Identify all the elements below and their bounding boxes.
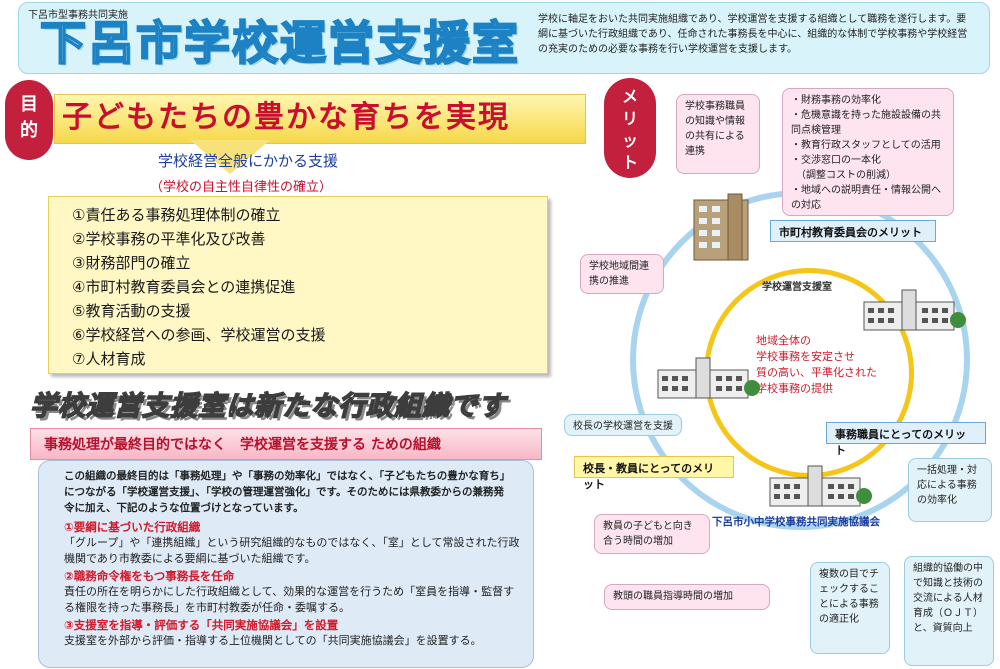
- callout-time: 教員の子どもと向き合う時間の増加: [594, 514, 710, 554]
- merit-badge: メリット: [604, 78, 656, 178]
- school-icon: [657, 357, 760, 399]
- statement-bar: [30, 428, 542, 460]
- callout-batch: 一括処理・対応による事務の効率化: [908, 458, 992, 522]
- point-body: 「グループ」や「連携組織」という研究組織的なものではなく、「室」として常設された…: [64, 536, 520, 565]
- point-body: 責任の所在を明らかにした行政組織として、効果的な運営を行うため「室員を指導・監督…: [64, 585, 515, 614]
- callout-check: 複数の目でチェックすることによる事務の適正化: [810, 562, 890, 654]
- statement-bar-text: 事務処理が最終目的ではなく 学校運営を支援する ための組織: [44, 437, 441, 453]
- purpose-badge: 目的: [5, 80, 53, 160]
- list-item: ⑦人材育成: [72, 350, 146, 368]
- header-panel: [18, 2, 990, 74]
- ring-label: 学校運営支援室: [762, 282, 832, 293]
- list-item: ②学校事務の平準化及び改善: [72, 230, 266, 248]
- center-text: 地域全体の 学校事務を安定させ 質の高い、平準化された 学校事務の提供: [756, 334, 877, 395]
- support-subheading: （学校の自主性自律性の確立）: [150, 180, 333, 195]
- header-subtitle: 下呂市型事務共同実施: [28, 10, 128, 21]
- page-title: 下呂市学校運営支援室: [39, 15, 520, 71]
- label-staff-merit: 事務職員にとってのメリット: [826, 422, 986, 457]
- callout-principal: 校長の学校運営を支援: [564, 414, 682, 436]
- callout-info-sharing: 学校事務職員の知識や情報の共有による連携: [676, 94, 760, 174]
- purpose-banner: [54, 94, 586, 144]
- support-heading: 学校経営全般にかかる支援: [158, 152, 339, 170]
- merit-label: メリット: [621, 87, 638, 172]
- council-label: 下呂市小中学校事務共同実施協議会: [712, 516, 880, 528]
- description-main: この組織の最終目的は「事務処理」や「事務の効率化」ではなく、「子どもたちの豊かな…: [64, 470, 511, 514]
- list-item: ①責任ある事務処理体制の確立: [72, 206, 281, 224]
- purpose-label: 目的: [20, 94, 38, 141]
- list-item: ⑥学校経営への参画、学校運営の支援: [72, 326, 326, 344]
- callout-board-benefits: ・財務事務の効率化 ・危機意識を持った施設設備の共同点検管理 ・教育行政スタッフ…: [782, 88, 954, 216]
- label-board-merit: 市町村教育委員会のメリット: [770, 220, 936, 242]
- down-arrow-icon: [190, 140, 270, 174]
- header-intro: 学校に軸足をおいた共同実施組織であり、学校運営を支援する組織として職務を遂行しま…: [538, 14, 968, 55]
- school-building-icon: [693, 193, 749, 261]
- point-body: 支援室を外部から評価・指導する上位機関としての「共同実施協議会」を設置する。: [64, 634, 482, 647]
- point-heading: ②職務命令権をもつ事務長を任命: [64, 569, 235, 583]
- list-item: ③財務部門の確立: [72, 254, 191, 272]
- point-heading: ③支援室を指導・評価する「共同実施協議会」を設置: [64, 618, 339, 632]
- purpose-list-box: [48, 196, 548, 374]
- callout-guidance: 教頭の職員指導時間の増加: [604, 584, 770, 610]
- list-item: ⑤教育活動の支援: [72, 302, 191, 320]
- label-principal-merit: 校長・教員にとってのメリット: [574, 456, 734, 491]
- purpose-goal: 子どもたちの豊かな育ちを実現: [62, 100, 510, 135]
- list-item: ④市町村教育委員会との連携促進: [72, 278, 296, 296]
- school-icon: [769, 465, 872, 507]
- point-heading: ①要綱に基づいた行政組織: [64, 520, 201, 534]
- callout-region: 学校地域間連携の推進: [580, 254, 664, 294]
- school-icon: [863, 289, 966, 331]
- callout-ojt: 組織的協働の中で知識と技術の交流による人材育成（ＯＪＴ）と、資質向上: [904, 556, 994, 666]
- statement-headline: 学校運営支援室は新たな行政組織です: [29, 390, 506, 423]
- description-box: [38, 460, 534, 668]
